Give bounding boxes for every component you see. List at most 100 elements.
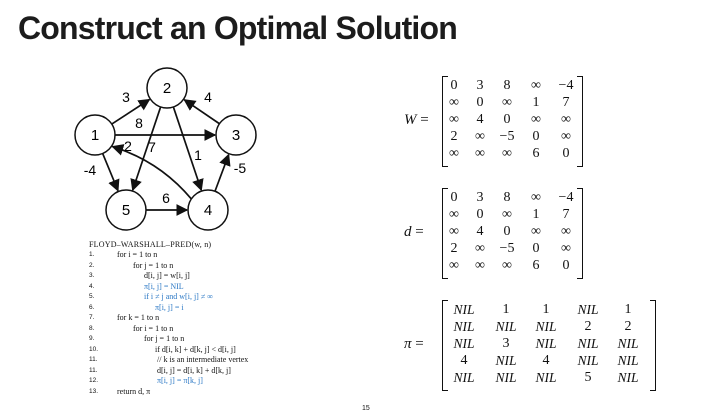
code-line: 11.// k is an intermediate vertex [89, 355, 389, 366]
code-line: 3.d[i, j] = w[i, j] [89, 271, 389, 282]
matrix-cell: ∞ [475, 129, 485, 144]
code-line: 10.if d[i, k] + d[k, j] < d[i, j] [89, 345, 389, 356]
matrix-cell: 7 [562, 95, 570, 110]
matrix-cell: −4 [558, 190, 574, 205]
matrix-cell: 0 [562, 146, 570, 161]
code-line: 9.for j = 1 to n [89, 334, 389, 345]
matrix-cell: NIL [577, 353, 599, 368]
edge-weight-3-2: 4 [204, 89, 212, 105]
matrix-cell: 3 [502, 336, 510, 351]
matrix-cell: ∞ [561, 112, 571, 127]
node-2 [146, 67, 188, 109]
matrix-cell: 5 [584, 370, 592, 385]
matrix-cell: 0 [503, 224, 511, 239]
edge-1-5 [101, 153, 120, 192]
matrix-bracket-left [442, 300, 448, 391]
matrix-cell: NIL [617, 353, 639, 368]
matrix-cell: ∞ [531, 112, 541, 127]
line-number: 2. [89, 261, 95, 269]
matrix-cell: ∞ [502, 146, 512, 161]
matrix-cell: −4 [558, 78, 574, 93]
line-number: 13. [89, 387, 99, 395]
matrix-cell: −5 [499, 129, 515, 144]
matrix-cell: NIL [577, 336, 599, 351]
node-3 [215, 114, 257, 156]
code-text: π[i, j] = i [155, 302, 184, 312]
matrix-cell: ∞ [449, 112, 459, 127]
code-text: if d[i, k] + d[k, j] < d[i, j] [155, 344, 236, 354]
code-text: // k is an intermediate vertex [157, 355, 249, 364]
matrix-bracket-right [577, 188, 583, 279]
matrix-cell: NIL [453, 302, 475, 317]
matrix-cell: 4 [542, 353, 550, 368]
edge-weight-2-5: 7 [148, 139, 156, 155]
matrix-name: W [404, 111, 417, 128]
matrix-cell: NIL [535, 336, 557, 351]
matrix-cell: NIL [495, 353, 517, 368]
matrix-cell: NIL [617, 336, 639, 351]
matrix-cell: 8 [503, 190, 511, 205]
code-line: 6. π[i, j] = i [89, 303, 389, 314]
edge-weight-1-2: 3 [122, 89, 130, 105]
edge-weight-4-3: -5 [234, 160, 247, 176]
matrix-name: d [404, 223, 412, 240]
matrix-cell: ∞ [449, 224, 459, 239]
matrix-cell: ∞ [449, 146, 459, 161]
matrix-cell: 0 [476, 95, 484, 110]
slide-title: Construct an Optimal Solution [18, 10, 458, 46]
matrix-cell: ∞ [531, 190, 541, 205]
matrix-cell: ∞ [475, 258, 485, 273]
code-line: 1.for i = 1 to n [89, 250, 389, 261]
edge-weight-5-4: 6 [162, 190, 170, 206]
matrix-cell: 2 [450, 129, 458, 144]
matrix-cell: 7 [562, 207, 570, 222]
node-4 [187, 189, 229, 231]
line-number: 1. [89, 251, 95, 258]
code-line: 7.for k = 1 to n [89, 313, 389, 324]
line-number: 6. [89, 303, 95, 311]
matrix-cell: NIL [535, 319, 557, 334]
matrix-cell: 1 [624, 302, 632, 317]
matrix-cell: NIL [453, 336, 475, 351]
matrix-cell: 1 [532, 207, 540, 222]
matrix-cell: ∞ [502, 207, 512, 222]
matrix-cell: 2 [624, 319, 632, 334]
matrix-name: π [404, 335, 412, 352]
matrix-bracket-right [577, 76, 583, 167]
matrix-cell: NIL [453, 319, 475, 334]
matrix-label-1: d = [404, 223, 424, 240]
edge-weight-4-1: 2 [124, 138, 132, 154]
matrix-cell: 4 [460, 353, 468, 368]
node-label-5: 5 [122, 202, 130, 219]
code-text: for i = 1 to n [133, 323, 174, 333]
line-number: 4. [89, 282, 95, 290]
node-label-3: 3 [232, 127, 240, 144]
matrix-cell: ∞ [561, 224, 571, 239]
matrix-cell: ∞ [502, 95, 512, 110]
matrix-label-2: π = [404, 335, 424, 352]
matrix-cell: 0 [532, 129, 540, 144]
matrix-cell: ∞ [475, 146, 485, 161]
matrix-cell: 0 [450, 190, 458, 205]
matrix-cell: 2 [450, 241, 458, 256]
matrix-cell: 6 [532, 146, 540, 161]
matrix-cell: −5 [499, 241, 515, 256]
line-number: 5. [89, 293, 95, 300]
code-text: for k = 1 to n [117, 313, 160, 322]
edge-weight-2-4: 1 [194, 147, 202, 163]
line-number: 8. [89, 324, 95, 332]
matrix-cell: 0 [476, 207, 484, 222]
matrix-bracket-right [650, 300, 656, 391]
node-label-4: 4 [204, 202, 212, 219]
matrix-cell: 4 [476, 112, 484, 127]
matrix-bracket-left [442, 76, 448, 167]
edge-2-5 [130, 106, 162, 192]
edge-1-2 [111, 98, 151, 125]
code-text: d[i, j] = w[i, j] [144, 271, 190, 280]
node-5 [105, 189, 147, 231]
edge-3-2 [183, 99, 220, 125]
code-text: π[i, j] = π[k, j] [157, 376, 203, 385]
code-text: if i ≠ j and w[i, j] ≠ ∞ [144, 292, 213, 301]
pseudocode-block: FLOYD–WARSHALL–PRED(w, n) 1.for i = 1 to… [89, 240, 389, 397]
matrix-label-0: W = [404, 111, 429, 128]
